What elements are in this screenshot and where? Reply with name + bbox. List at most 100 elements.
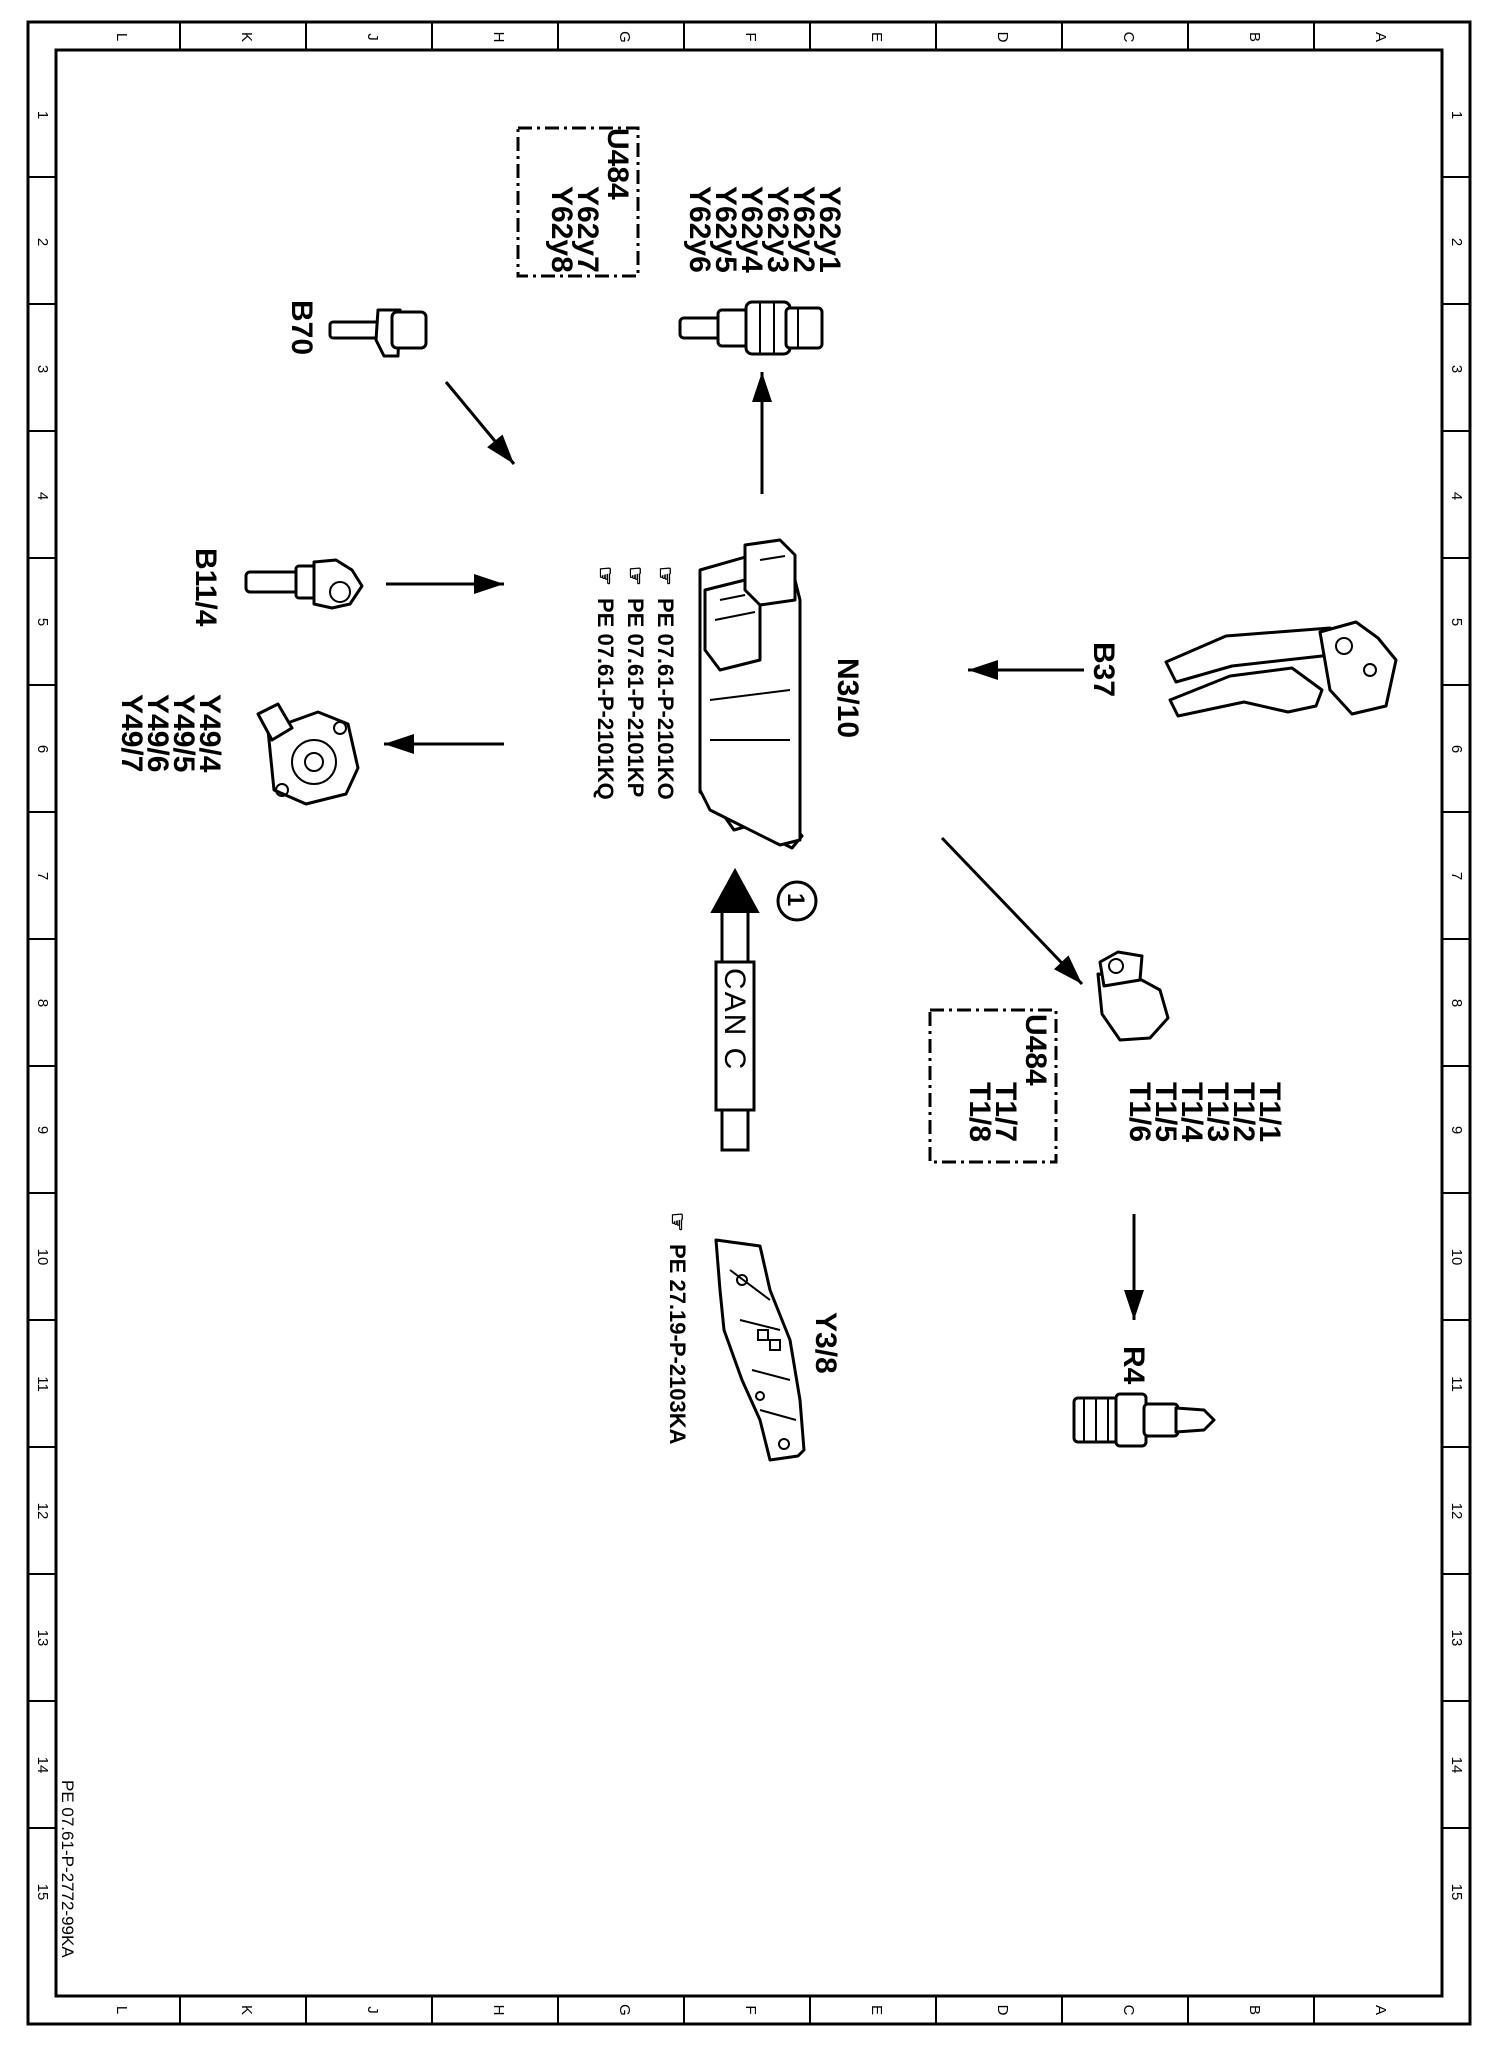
col-letter: J (364, 33, 381, 41)
label-y49-4: Y49/4 (193, 694, 226, 773)
signal-arrows (384, 372, 1144, 1320)
callout-marker: 1 (776, 880, 818, 922)
row-number: 5 (1448, 618, 1465, 626)
label-t1-2: T1/2 (1227, 1082, 1260, 1142)
row-number: 2 (34, 238, 51, 246)
label-b37: B37 (1087, 642, 1120, 697)
col-letter: D (994, 32, 1011, 43)
ref-y3-8: PE 27.19-P-2103KA (665, 1244, 690, 1445)
col-letter: J (364, 2006, 381, 2014)
label-y62y8: Y62y8 (545, 186, 578, 273)
label-y62y5: Y62y5 (709, 186, 742, 273)
ref-line: PE 07.61-P-2101KO (653, 598, 678, 800)
label-callout-1: 1 (782, 893, 809, 906)
col-letter: B (1246, 32, 1263, 42)
column-letters-bottom: L K J H G F E D C B A (113, 2004, 1389, 2016)
col-letter: A (1372, 2005, 1389, 2015)
can-bus-arrow (710, 867, 760, 1152)
col-letter: K (238, 2005, 255, 2015)
row-number: 11 (34, 1376, 51, 1392)
injector-labels: Y62y1 Y62y2 Y62y3 Y62y4 Y62y5 Y62y6 (683, 186, 846, 273)
col-letter: C (1120, 2005, 1137, 2016)
pointing-hand-icon: ☞ (653, 566, 678, 586)
row-number: 3 (1448, 365, 1465, 373)
injector-y62 (678, 300, 824, 356)
row-number: 14 (1448, 1757, 1465, 1774)
arrow-from-b37-head (968, 660, 998, 680)
label-y62y3: Y62y3 (761, 186, 794, 273)
pedal-sensor-b37 (1164, 620, 1398, 718)
row-number: 2 (1448, 238, 1465, 246)
col-letter: F (742, 2005, 759, 2014)
label-y62y6: Y62y6 (683, 186, 716, 273)
row-number: 6 (1448, 745, 1465, 753)
col-letter: L (113, 2006, 130, 2014)
u484-box-coils (928, 1008, 1058, 1164)
row-numbers-right: 1 2 3 4 5 6 7 8 9 10 11 12 13 14 15 (1448, 111, 1465, 1901)
label-y62y7: Y62y7 (571, 186, 604, 273)
pointing-hand-icon: ☞ (593, 566, 618, 586)
label-n3-10: N3/10 (831, 658, 864, 738)
col-letter: E (868, 32, 885, 42)
zone-ticks (28, 22, 1470, 2024)
transmission-module-y3-8 (714, 1238, 806, 1462)
label-r4: R4 (1117, 1346, 1150, 1385)
ref-line: PE 07.61-P-2101KQ (593, 598, 618, 800)
row-number: 15 (34, 1884, 51, 1901)
pointing-hand-icon: ☞ (623, 566, 648, 586)
label-y49-5: Y49/5 (167, 694, 200, 772)
col-letter: G (616, 2004, 633, 2016)
label-y49-7: Y49/7 (115, 694, 148, 772)
control-unit-refs: ☞ PE 07.61-P-2101KO ☞ PE 07.61-P-2101KP … (593, 566, 678, 800)
camshaft-sensor-b70 (328, 308, 428, 358)
row-number: 5 (34, 618, 51, 626)
row-number: 15 (1448, 1884, 1465, 1901)
label-y49-6: Y49/6 (141, 694, 174, 772)
col-letter: E (868, 2005, 885, 2015)
label-t1-6: T1/6 (1123, 1082, 1156, 1142)
ref-line: PE 07.61-P-2101KP (623, 598, 648, 797)
label-u484-injectors: U484 (601, 128, 634, 200)
col-letter: H (490, 32, 507, 43)
label-y62y2: Y62y2 (787, 186, 820, 273)
col-letter: A (1372, 32, 1389, 42)
inner-border (54, 48, 1444, 1998)
row-number: 11 (1448, 1376, 1465, 1392)
label-t1-5: T1/5 (1149, 1082, 1182, 1142)
label-u484-coils: U484 (1019, 1014, 1052, 1086)
row-number: 12 (1448, 1503, 1465, 1520)
label-b11-4: B11/4 (189, 548, 222, 627)
row-number: 7 (1448, 872, 1465, 880)
col-letter: G (616, 31, 633, 43)
arrow-to-spark-plug-head (1124, 1290, 1144, 1320)
row-number: 12 (34, 1503, 51, 1520)
label-t1-4: T1/4 (1175, 1082, 1208, 1142)
row-number: 9 (34, 1126, 51, 1134)
label-t1-8: T1/8 (963, 1082, 996, 1142)
column-letters-top: L K J H G F E D C B A (113, 31, 1389, 43)
row-number: 14 (34, 1757, 51, 1774)
row-number: 8 (1448, 999, 1465, 1007)
label-t1-3: T1/3 (1201, 1082, 1234, 1142)
row-number: 4 (34, 492, 51, 500)
row-number: 6 (34, 745, 51, 753)
camshaft-adjuster-y49 (256, 702, 360, 806)
col-letter: H (490, 2005, 507, 2016)
label-b70: B70 (285, 300, 318, 355)
label-t1-7: T1/7 (989, 1082, 1022, 1142)
temp-sensor-b11-4 (244, 558, 364, 610)
row-number: 13 (34, 1630, 51, 1647)
col-letter: F (742, 32, 759, 41)
row-number: 3 (34, 365, 51, 373)
pointing-hand-icon: ☞ (665, 1212, 690, 1232)
arrow-to-injector-head (752, 372, 772, 402)
ignition-coil-t1 (1096, 950, 1170, 1042)
arrow-to-coil (940, 836, 1084, 986)
adjuster-labels: Y49/4 Y49/5 Y49/6 Y49/7 (115, 694, 226, 773)
col-letter: L (113, 33, 130, 41)
arrow-from-b11-4-head (474, 574, 504, 594)
col-letter: K (238, 32, 255, 42)
row-number: 10 (34, 1249, 51, 1266)
control-unit-n3-10 (698, 538, 804, 850)
